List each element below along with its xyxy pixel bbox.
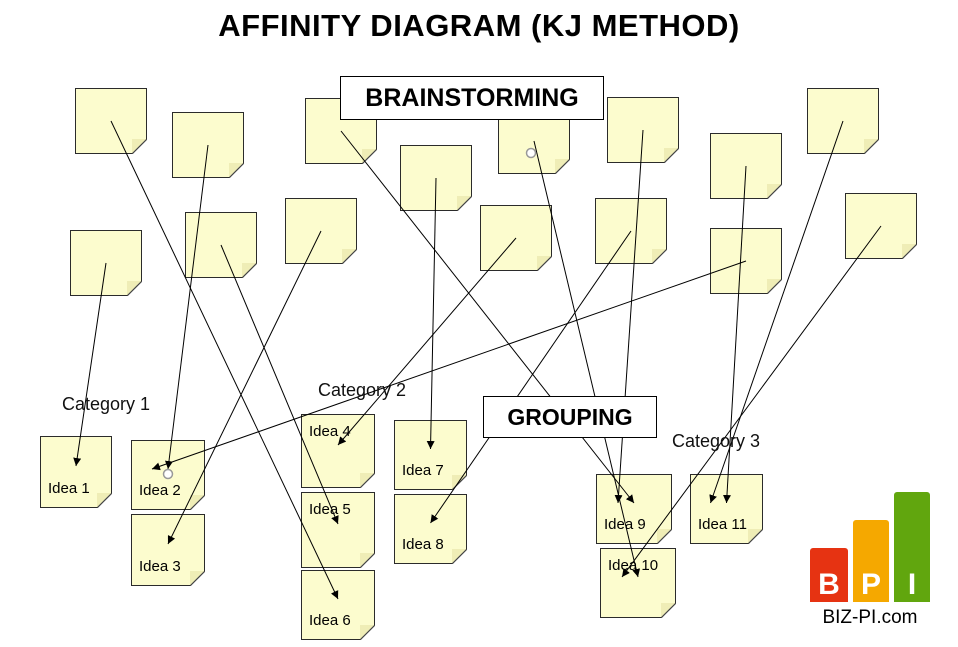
folded-corner-icon <box>457 196 472 211</box>
sticky-note-idea-7: Idea 7 <box>394 420 467 490</box>
idea-note-label: Idea 9 <box>604 516 646 533</box>
folded-corner-icon <box>452 475 467 490</box>
sticky-note-idea-3: Idea 3 <box>131 514 205 586</box>
folded-corner-icon <box>767 279 782 294</box>
sticky-note-blank <box>710 133 782 199</box>
category-1-label: Category 1 <box>62 394 151 414</box>
sticky-note-blank <box>710 228 782 294</box>
folded-corner-icon <box>362 149 377 164</box>
sticky-note-blank <box>185 212 257 278</box>
page-title: AFFINITY DIAGRAM (KJ METHOD) <box>218 8 740 43</box>
folded-corner-icon <box>127 281 142 296</box>
idea-note-label: Idea 10 <box>608 557 659 574</box>
connection-arrow <box>340 130 635 504</box>
sticky-note-idea-11: Idea 11 <box>690 474 763 544</box>
logo-bar-b: B <box>810 548 848 602</box>
folded-corner-icon <box>661 603 676 618</box>
folded-corner-icon <box>242 263 257 278</box>
sticky-note-idea-1: Idea 1 <box>40 436 112 508</box>
idea-note-label: Idea 11 <box>698 516 747 533</box>
idea-note-label: Idea 6 <box>309 612 351 629</box>
connection-arrow <box>722 165 747 504</box>
category-2-label: Category 2 <box>318 380 407 400</box>
logo-bar-i: I <box>894 492 930 602</box>
sticky-note-blank <box>70 230 142 296</box>
folded-corner-icon <box>664 148 679 163</box>
folded-corner-icon <box>229 163 244 178</box>
idea-note-label: Idea 5 <box>309 501 351 518</box>
idea-note-label: Idea 1 <box>48 480 90 497</box>
idea-note-label: Idea 3 <box>139 558 181 575</box>
sticky-note-idea-9: Idea 9 <box>596 474 672 544</box>
sticky-note-idea-4: Idea 4 <box>301 414 375 488</box>
sticky-note-idea-2: Idea 2 <box>131 440 205 510</box>
folded-corner-icon <box>902 244 917 259</box>
idea-note-label: Idea 8 <box>402 536 444 553</box>
folded-corner-icon <box>360 553 375 568</box>
sticky-note-blank <box>400 145 472 211</box>
folded-corner-icon <box>657 529 672 544</box>
sticky-note-blank <box>285 198 357 264</box>
logo-letter-i: I <box>907 568 917 601</box>
logo: B P I BIZ-PI.com <box>806 490 934 629</box>
logo-letter-b: B <box>818 568 840 601</box>
folded-corner-icon <box>360 473 375 488</box>
folded-corner-icon <box>537 256 552 271</box>
sticky-note-idea-10: Idea 10 <box>600 548 676 618</box>
folded-corner-icon <box>452 549 467 564</box>
sticky-note-blank <box>607 97 679 163</box>
folded-corner-icon <box>342 249 357 264</box>
grouping-label: GROUPING <box>483 396 657 438</box>
folded-corner-icon <box>748 529 763 544</box>
sticky-note-idea-5: Idea 5 <box>301 492 375 568</box>
folded-corner-icon <box>864 139 879 154</box>
logo-bars: B P I <box>810 490 930 602</box>
sticky-note-blank <box>75 88 147 154</box>
folded-corner-icon <box>190 571 205 586</box>
folded-corner-icon <box>190 495 205 510</box>
logo-letter-p: P <box>860 568 881 601</box>
sticky-note-blank <box>807 88 879 154</box>
sticky-note-blank <box>172 112 244 178</box>
logo-site-text: BIZ-PI.com <box>822 607 918 628</box>
folded-corner-icon <box>360 625 375 640</box>
folded-corner-icon <box>132 139 147 154</box>
idea-note-label: Idea 4 <box>309 423 351 440</box>
connection-arrow <box>165 144 209 470</box>
folded-corner-icon <box>652 249 667 264</box>
sticky-note-idea-8: Idea 8 <box>394 494 467 564</box>
brainstorming-label: BRAINSTORMING <box>340 76 604 120</box>
logo-bar-p: P <box>853 520 889 602</box>
category-3-label: Category 3 <box>672 431 761 451</box>
sticky-note-blank <box>845 193 917 259</box>
idea-note-label: Idea 7 <box>402 462 444 479</box>
folded-corner-icon <box>97 493 112 508</box>
sticky-note-blank <box>595 198 667 264</box>
connection-arrow <box>426 177 437 450</box>
idea-note-label: Idea 2 <box>139 482 181 499</box>
sticky-note-blank <box>480 205 552 271</box>
folded-corner-icon <box>767 184 782 199</box>
connection-arrow <box>614 129 644 504</box>
sticky-note-idea-6: Idea 6 <box>301 570 375 640</box>
folded-corner-icon <box>555 159 570 174</box>
